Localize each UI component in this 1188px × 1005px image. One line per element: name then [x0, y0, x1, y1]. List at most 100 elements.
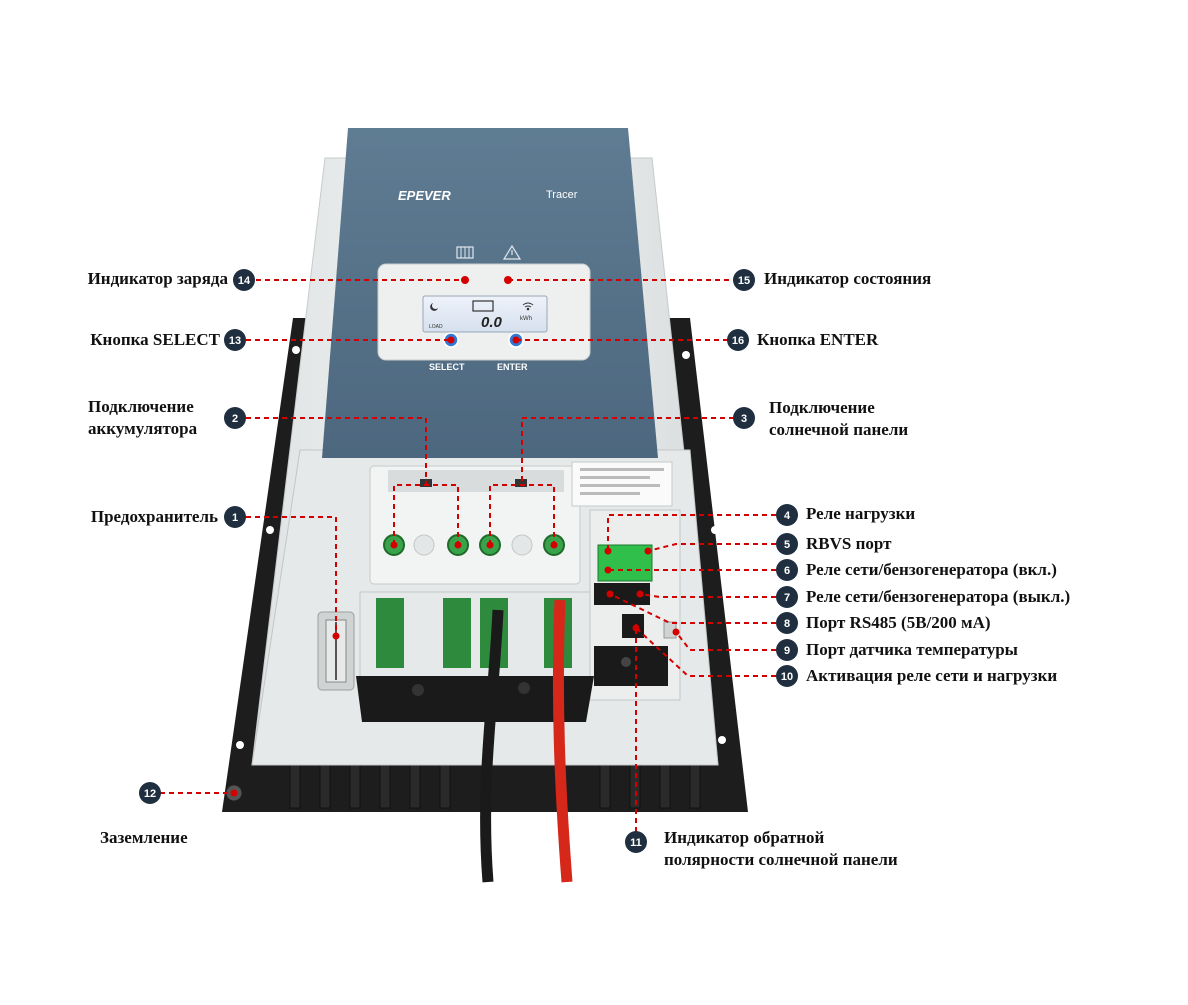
label-battery-connection-line1: Подключение — [88, 397, 194, 416]
lcd-value: 0.0 — [481, 314, 503, 331]
wifi-icon — [522, 302, 534, 311]
lcd-battery-icon — [472, 300, 494, 312]
black-cable — [480, 609, 504, 883]
moon-icon — [430, 303, 438, 311]
lcd-load-label: LOAD — [429, 324, 443, 330]
brand-logo: EPEVER — [398, 188, 451, 203]
info-sticker — [571, 461, 673, 507]
callout-line-10 — [635, 627, 776, 677]
cable-clamp — [356, 676, 594, 722]
callout-line-7 — [639, 593, 776, 598]
cable-channels — [359, 591, 591, 693]
label-pv-connection-line1: Подключение — [769, 398, 875, 417]
callout-line-2a — [246, 417, 427, 485]
label-status-indicator: Индикатор состояния — [764, 269, 932, 288]
label-generator-relay-on: Реле сети/бензогенератора (вкл.) — [806, 560, 1057, 579]
warning-icon — [502, 244, 522, 260]
label-reverse-polarity-indicator: Индикатор обратной полярности солнечной … — [664, 827, 898, 871]
relay-activation-switch[interactable] — [594, 646, 668, 686]
front-panel: EPEVER Tracer 0.0 kWh LOAD — [322, 128, 658, 458]
mount-hole-tl — [292, 346, 300, 354]
label-relay-activation: Активация реле сети и нагрузки — [806, 666, 1058, 685]
badge-2: 2 — [224, 407, 246, 429]
label-rbvs-port: RBVS порт — [806, 534, 892, 553]
callout-line-3a — [521, 417, 734, 485]
badge-6: 6 — [776, 559, 798, 581]
badge-12: 12 — [139, 782, 161, 804]
svg-text:10: 10 — [781, 671, 793, 683]
label-fuse: Предохранитель — [90, 507, 218, 526]
battery-icon — [456, 246, 474, 259]
label-select-button: Кнопка SELECT — [90, 330, 220, 349]
select-button-label: SELECT — [429, 362, 465, 372]
callout-line-4 — [607, 514, 776, 551]
mount-hole-ml — [266, 526, 274, 534]
badge-5: 5 — [776, 533, 798, 555]
svg-text:13: 13 — [229, 335, 241, 347]
label-reverse-polarity-line2: полярности солнечной панели — [664, 850, 898, 869]
terminal-block — [369, 465, 581, 585]
callout-lines — [160, 279, 776, 832]
generator-relay-port[interactable] — [594, 583, 650, 605]
badge-14: 14 — [233, 269, 255, 291]
callout-line-3b — [489, 484, 555, 545]
badge-1: 1 — [224, 506, 246, 528]
fuse — [317, 611, 355, 691]
label-temperature-sensor-port: Порт датчика температуры — [806, 640, 1018, 659]
red-cable — [552, 599, 573, 883]
callout-badges: 14 15 13 16 2 3 1 4 5 6 7 8 9 10 11 12 — [139, 269, 798, 853]
label-rs485-port: Порт RS485 (5В/200 мА) — [806, 613, 991, 632]
pv-terminal-label — [515, 479, 527, 487]
callout-line-2b — [393, 484, 459, 545]
badge-10: 10 — [776, 665, 798, 687]
label-pv-connection: Подключение солнечной панели — [769, 397, 908, 441]
svg-text:6: 6 — [784, 565, 790, 577]
svg-text:2: 2 — [232, 413, 238, 425]
badge-4: 4 — [776, 504, 798, 526]
badge-16: 16 — [727, 329, 749, 351]
svg-text:5: 5 — [784, 539, 790, 551]
label-grounding: Заземление — [100, 828, 188, 847]
badge-7: 7 — [776, 586, 798, 608]
svg-text:8: 8 — [784, 618, 790, 630]
label-load-relay: Реле нагрузки — [806, 504, 916, 523]
mount-hole-tr — [682, 351, 690, 359]
badge-3: 3 — [733, 407, 755, 429]
svg-text:11: 11 — [630, 837, 642, 849]
rs485-port[interactable] — [622, 614, 644, 638]
enter-button-label: ENTER — [497, 362, 528, 372]
callout-line-1 — [246, 516, 337, 636]
callout-line-5 — [647, 543, 776, 552]
badge-13: 13 — [224, 329, 246, 351]
mount-hole-bl — [236, 741, 244, 749]
svg-text:7: 7 — [784, 592, 790, 604]
lcd-unit: kWh — [520, 316, 532, 322]
mount-hole-br — [718, 736, 726, 744]
callout-line-9 — [675, 631, 776, 651]
terminal-blank-2 — [511, 534, 533, 556]
svg-text:14: 14 — [238, 275, 251, 287]
svg-text:9: 9 — [784, 645, 790, 657]
badge-11: 11 — [625, 831, 647, 853]
badge-15: 15 — [733, 269, 755, 291]
svg-text:16: 16 — [732, 335, 744, 347]
label-charge-indicator: Индикатор заряда — [87, 269, 228, 288]
badge-8: 8 — [776, 612, 798, 634]
svg-text:4: 4 — [784, 510, 791, 522]
label-pv-connection-line2: солнечной панели — [769, 420, 909, 439]
callout-dots — [230, 276, 680, 797]
lcd-screen: 0.0 kWh LOAD — [422, 295, 548, 333]
terminal-blank-1 — [413, 534, 435, 556]
svg-text:3: 3 — [741, 413, 747, 425]
mount-hole-mr — [711, 526, 719, 534]
model-name: Tracer — [546, 189, 578, 201]
label-enter-button: Кнопка ENTER — [757, 330, 879, 349]
label-reverse-polarity-line1: Индикатор обратной — [664, 828, 825, 847]
label-generator-relay-off: Реле сети/бензогенератора (выкл.) — [806, 587, 1071, 606]
svg-text:12: 12 — [144, 788, 156, 800]
svg-text:1: 1 — [232, 512, 238, 524]
svg-text:15: 15 — [738, 275, 750, 287]
label-battery-connection: Подключение аккумулятора — [88, 396, 197, 440]
